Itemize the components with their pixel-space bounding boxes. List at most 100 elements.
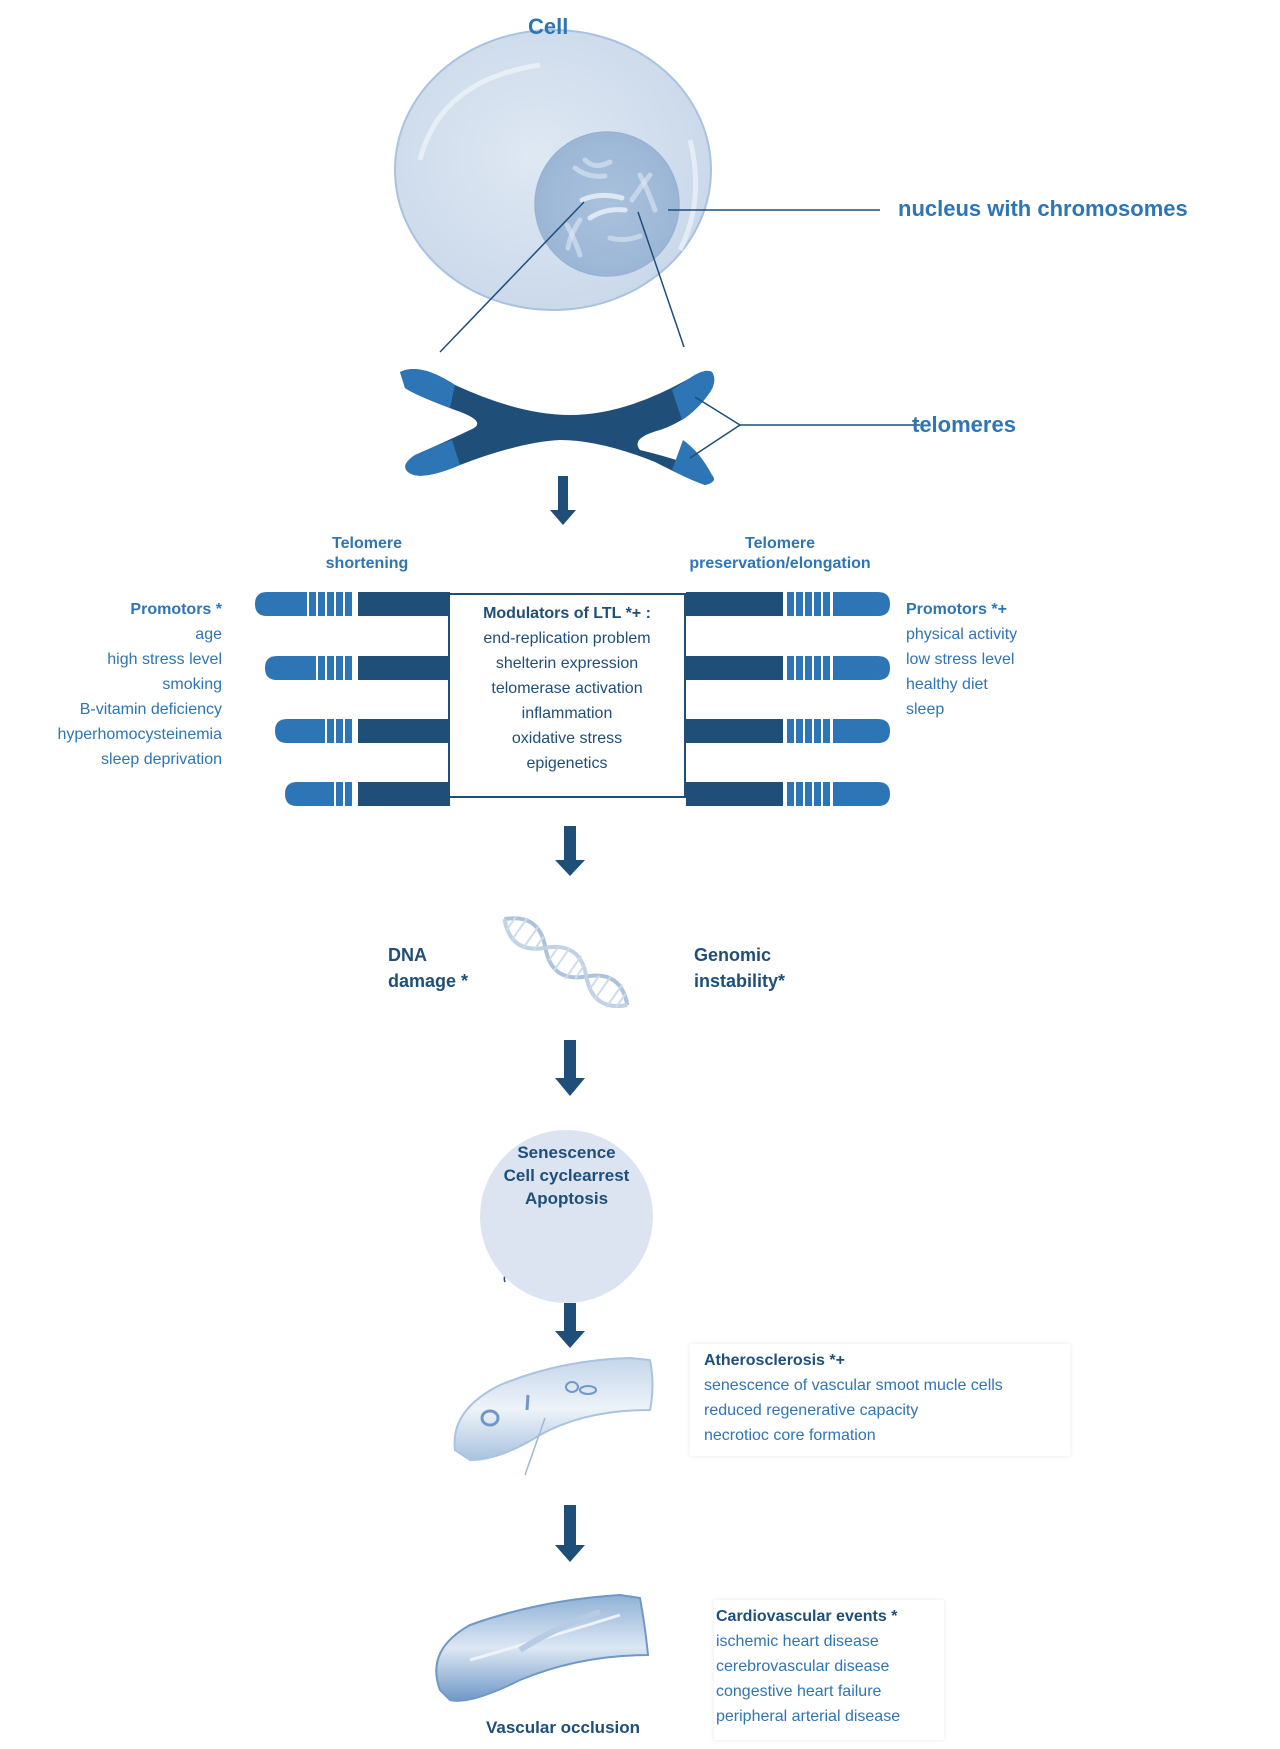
label-line: Senescence <box>517 1143 616 1162</box>
list-item: necrotioc core formation <box>704 1427 876 1444</box>
list-item: senescence of vascular smoot mucle cells <box>704 1377 1003 1394</box>
atherosclerosis-title: Atherosclerosis *+ <box>704 1352 845 1369</box>
arrow-down-icon <box>555 1505 585 1562</box>
telomere-stripe <box>814 782 821 806</box>
arrow-down-icon <box>550 476 576 525</box>
telomere-stripe <box>318 656 325 680</box>
telomere-stripe <box>787 782 794 806</box>
list-item: ischemic heart disease <box>716 1633 879 1650</box>
nucleus-icon <box>534 131 680 277</box>
senescence-circle <box>480 1130 653 1303</box>
arrow-down-icon <box>555 1040 585 1096</box>
telomere-stripe <box>336 592 343 616</box>
arrow-down-icon <box>555 826 585 876</box>
atherosclerosis-list: Atherosclerosis *+ senescence of vascula… <box>704 1348 1074 1448</box>
flow-arrows <box>550 476 585 1562</box>
telomere-cap <box>285 782 334 806</box>
telomere-stripe <box>796 719 803 743</box>
cardiovascular-card <box>714 1600 944 1740</box>
list-item: age <box>195 626 222 643</box>
label-line: Apoptosis <box>524 1189 609 1208</box>
telomere-stripe <box>345 656 352 680</box>
list-item: smoking <box>162 676 222 693</box>
occluded-vessel-icon <box>435 1593 650 1702</box>
dna-helix-icon <box>502 916 630 1009</box>
chromosome-arm <box>358 782 450 806</box>
list-item: congestive heart failure <box>716 1683 882 1700</box>
list-item: B-vitamin deficiency <box>79 701 222 718</box>
telomere-stripe <box>309 592 316 616</box>
telomere-stripe <box>796 656 803 680</box>
telomere-stripe <box>336 719 343 743</box>
label-line: DNA <box>388 945 427 965</box>
telomere-cap <box>275 719 325 743</box>
telomere-stripe <box>345 782 352 806</box>
left-promotors-title: Promotors * <box>130 601 222 618</box>
nucleus-label: nucleus with chromosomes <box>898 196 1188 221</box>
list-item: sleep <box>906 701 945 718</box>
telomere-stripe <box>805 719 812 743</box>
label-line: Genomic <box>694 945 772 965</box>
list-item: cerebrovascular disease <box>716 1658 890 1675</box>
list-item: hyperhomocysteinemia <box>57 726 222 743</box>
header-line: shortening <box>325 555 409 572</box>
telomere-stripe <box>327 719 334 743</box>
list-item: oxidative stress <box>511 730 623 747</box>
genomic-instability-label: Genomic instability* <box>694 942 785 994</box>
list-item: sleep deprivation <box>101 751 222 768</box>
cell-illustration <box>394 29 880 353</box>
telomere-stripe <box>805 592 812 616</box>
telomere-stripe <box>805 656 812 680</box>
telomere-stripe <box>823 592 830 616</box>
label-line: damage * <box>388 971 469 991</box>
telomere-stripe <box>787 719 794 743</box>
chromosome-arm <box>686 592 783 616</box>
telomere-stripe <box>787 656 794 680</box>
list-item: physical activity <box>906 626 1018 643</box>
list-item: peripheral arterial disease <box>716 1708 901 1725</box>
telomere-cap <box>833 656 890 680</box>
telomere-stripe <box>787 592 794 616</box>
list-item: epigenetics <box>526 755 608 772</box>
modulators-title: Modulators of LTL *+ : <box>483 605 651 622</box>
chromosome-illustration <box>400 368 920 485</box>
telomere-cap <box>255 592 307 616</box>
header-line: preservation/elongation <box>689 555 871 572</box>
chromosome-arm <box>358 592 450 616</box>
telomere-stripe <box>345 592 352 616</box>
chromosome-arm <box>686 656 783 680</box>
telomere-bars-right <box>686 592 890 806</box>
telomere-cap <box>833 592 890 616</box>
telomere-stripe <box>336 656 343 680</box>
telomere-stripe <box>327 592 334 616</box>
atherosclerosis-card <box>690 1344 1070 1456</box>
telomere-stripe <box>318 592 325 616</box>
telomere-stripe <box>823 782 830 806</box>
list-item: healthy diet <box>906 676 988 693</box>
telomere-stripe <box>814 592 821 616</box>
chromosome-arm <box>686 719 783 743</box>
telomere-stripe <box>805 782 812 806</box>
list-item: telomerase activation <box>491 680 643 697</box>
telomere-stripe <box>327 656 334 680</box>
right-promotors-list: Promotors *+ physical activity low stres… <box>906 597 1126 722</box>
telomere-cap <box>833 719 890 743</box>
telomere-cap <box>833 782 890 806</box>
list-item: shelterin expression <box>495 655 639 672</box>
list-item: high stress level <box>107 651 222 668</box>
chromosome-arm <box>358 656 450 680</box>
label-line: Cell cyclearrest <box>503 1166 630 1185</box>
chromosomes-icon <box>564 157 658 258</box>
label-line: instability* <box>694 971 786 991</box>
list-item: end-replication problem <box>483 630 651 647</box>
arrow-down-icon <box>555 1303 585 1348</box>
cardiovascular-list: Cardiovascular events * ischemic heart d… <box>716 1604 956 1729</box>
telomere-preservation-header: Telomere preservation/elongation <box>650 534 910 574</box>
telomere-stripe <box>796 782 803 806</box>
list-item: reduced regenerative capacity <box>704 1402 919 1419</box>
cardiovascular-title: Cardiovascular events * <box>716 1608 898 1625</box>
telomere-stripe <box>336 782 343 806</box>
header-line: Telomere <box>745 535 815 552</box>
chromosome-arm <box>358 719 450 743</box>
